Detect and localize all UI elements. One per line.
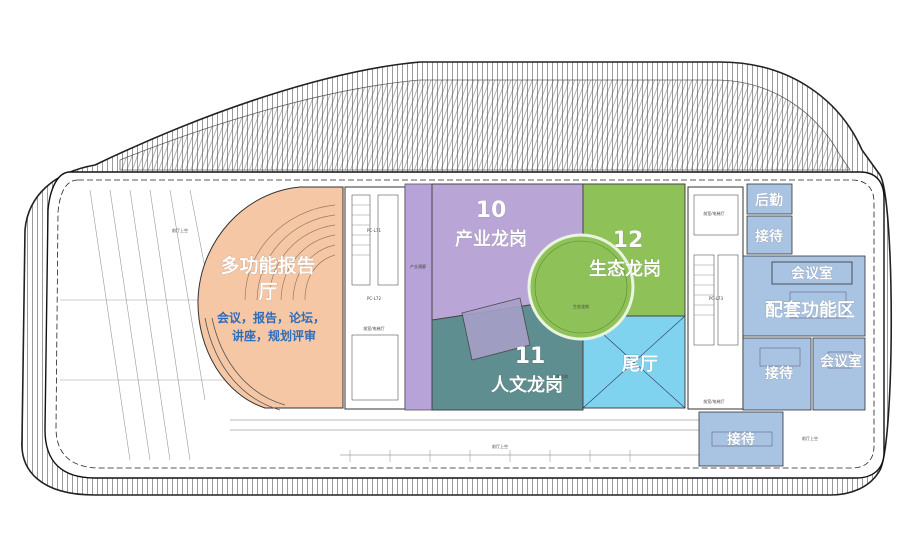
humanities-small-label: 人文龙岗	[552, 373, 568, 379]
stair-label-1: PC-L71	[367, 228, 381, 233]
back-office-box	[746, 183, 793, 215]
tail-hall-name: 尾厅	[622, 354, 658, 375]
atrium-right-label: 前厅上空	[802, 435, 818, 441]
bottom-corridor-lines	[230, 419, 700, 456]
back-office-name: 后勤	[755, 192, 783, 209]
ecology-number: 12	[613, 228, 644, 253]
lobby-label-1: 前室/电梯厅	[363, 325, 384, 331]
lobby-label-3: 前室/电梯厅	[703, 398, 724, 404]
support-area-name: 配套功能区	[765, 299, 855, 321]
auditorium-seating	[244, 204, 336, 301]
ecology-circle	[527, 233, 635, 341]
meeting-room-box-2	[812, 337, 866, 411]
humanities-number: 11	[515, 344, 546, 369]
reception-box-2	[742, 337, 812, 411]
ecology-circle-inner	[534, 240, 628, 334]
core-left	[344, 186, 406, 410]
industry-name: 产业龙岗	[455, 228, 527, 250]
lobby-label-2: 前室/电梯厅	[703, 210, 724, 216]
meeting-room-box-1	[771, 261, 853, 285]
auditorium-rail	[204, 317, 286, 411]
humanities-name: 人文龙岗	[491, 374, 563, 396]
meeting-room-2-name: 会议室	[820, 353, 862, 370]
floor-plate-inner-line	[55, 179, 875, 469]
ecology-center-label: 生态龙岗	[573, 303, 589, 309]
roof-band-inner	[119, 79, 851, 171]
auditorium-uses-2: 讲座，规划评审	[232, 328, 316, 343]
left-atrium-lines	[60, 189, 230, 461]
stair-treads	[352, 204, 714, 316]
corridor-label: 产业通廊	[410, 263, 426, 269]
auditorium-title-1: 多功能报告	[220, 254, 315, 277]
stair-label-3: PC-L73	[709, 296, 723, 301]
meeting-room-1-name: 会议室	[791, 265, 833, 282]
core-right	[687, 186, 744, 410]
atrium-bottom-label: 前厅上空	[492, 443, 508, 449]
reception-box-1	[746, 215, 793, 255]
industry-number: 10	[476, 198, 507, 223]
industry-corridor	[404, 183, 433, 411]
reception-box-3	[698, 411, 784, 467]
bottom-window-ticks	[349, 450, 631, 462]
reception-2-name: 接待	[765, 365, 793, 382]
support-furniture	[711, 291, 853, 447]
atrium-left-label: 前厅上空	[172, 227, 188, 233]
central-pavilion	[461, 297, 531, 361]
auditorium-uses-1: 会议，报告，论坛，	[217, 310, 325, 325]
auditorium-title-2: 厅	[258, 281, 277, 303]
auditorium-zone	[197, 186, 344, 409]
stair-label-2: PC-L72	[367, 296, 381, 301]
reception-1-name: 接待	[755, 228, 783, 245]
reception-3-name: 接待	[727, 431, 755, 448]
ecology-name: 生态龙岗	[589, 258, 661, 280]
